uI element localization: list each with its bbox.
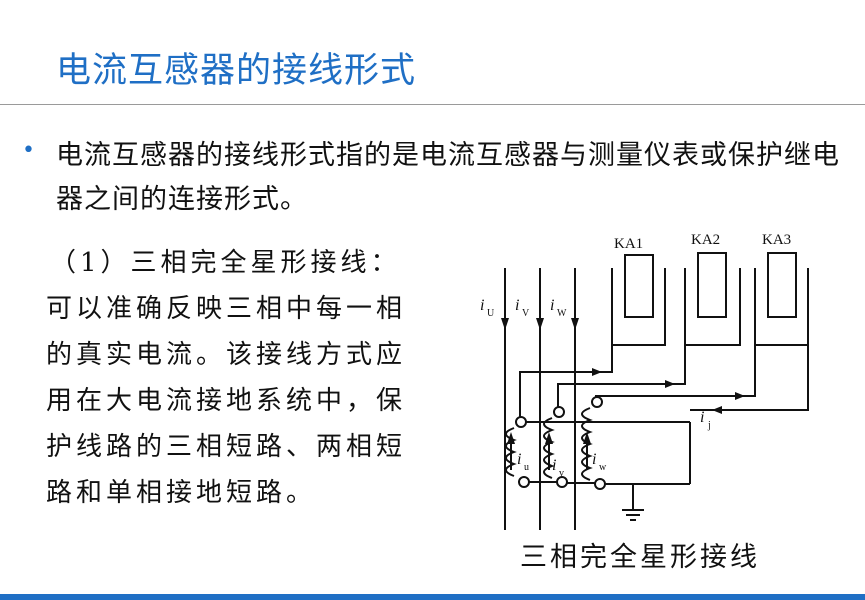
ct-current-label-v: i [552, 457, 556, 474]
arrow-up-icon [507, 432, 515, 444]
line-current-label-v: i [515, 297, 519, 314]
neutral-return-wire [690, 345, 809, 411]
ct-u-bottom-terminal [518, 476, 530, 488]
arrow-left-icon [712, 406, 722, 414]
relay-ka1-coil [624, 254, 654, 318]
ct-current-sub-v: v [559, 468, 564, 479]
arrow-down-icon [536, 318, 544, 330]
ct-current-label-w: i [592, 451, 596, 468]
bullet-text: 电流互感器的接线形式指的是电流互感器与测量仪表或保护继电器之间的连接形式。 [56, 140, 840, 215]
arrow-down-icon [571, 318, 579, 330]
relay-ka2-bracket [684, 268, 741, 346]
arrow-right-icon [665, 380, 675, 388]
arrow-up-icon [583, 432, 591, 444]
bullet-dot: • [22, 138, 35, 163]
wire-u-to-ka1 [519, 345, 613, 420]
relay-ka3-coil [767, 252, 797, 318]
ct-u-top-terminal [515, 416, 527, 428]
arrow-right-icon [592, 368, 602, 376]
ct-current-sub-u: u [524, 462, 529, 473]
ct-current-sub-w: w [599, 462, 607, 473]
ct-u-coil [505, 427, 517, 477]
relay-ka3-bracket [754, 268, 809, 346]
ct-current-label-u: i [517, 451, 521, 468]
footer-accent-bar [0, 594, 865, 600]
neutral-current-label: i [700, 409, 704, 426]
line-current-label-u: i [480, 297, 484, 314]
ct-v-top-terminal [553, 406, 565, 418]
arrow-down-icon [501, 318, 509, 330]
arrow-right-icon [735, 392, 745, 400]
section-line-4: 护线路的三相短路、两相短 [46, 432, 407, 462]
line-current-sub-w: W [557, 308, 567, 319]
relay-label-ka2: KA2 [691, 232, 720, 248]
wire-v-to-ka2 [557, 345, 686, 410]
line-current-label-w: i [550, 297, 554, 314]
section-text: （1）三相完全星形接线： 可以准确反映三相中每一相 的真实电流。该接线方式应 用… [46, 240, 466, 516]
neutral-current-sub: j [707, 420, 711, 431]
section-heading: （1）三相完全星形接线： [50, 248, 401, 278]
star-connection-diagram: i U i V i W KA1 KA2 KA3 i j i u i v i w [480, 232, 809, 530]
slide-title: 电流互感器的接线形式 [56, 51, 417, 91]
section-line-2: 的真实电流。该接线方式应 [46, 340, 407, 370]
relay-label-ka3: KA3 [762, 232, 791, 248]
title-divider [0, 104, 865, 105]
section-line-3: 用在大电流接地系统中，保 [46, 386, 407, 416]
ct-w-bottom-terminal [594, 478, 606, 490]
ct-w-top-terminal [591, 396, 603, 408]
relay-label-ka1: KA1 [614, 236, 643, 252]
ct-v-bottom-terminal [556, 476, 568, 488]
diagram-caption: 三相完全星形接线 [520, 542, 760, 573]
section-line-1: 可以准确反映三相中每一相 [46, 294, 407, 324]
wire-w-to-ka3 [595, 345, 756, 402]
relay-ka1-bracket [611, 268, 666, 346]
line-current-sub-u: U [487, 308, 495, 319]
section-line-5: 路和单相接地短路。 [46, 478, 317, 508]
line-current-sub-v: V [522, 308, 530, 319]
relay-ka2-coil [697, 252, 727, 318]
arrow-up-icon [545, 432, 553, 444]
